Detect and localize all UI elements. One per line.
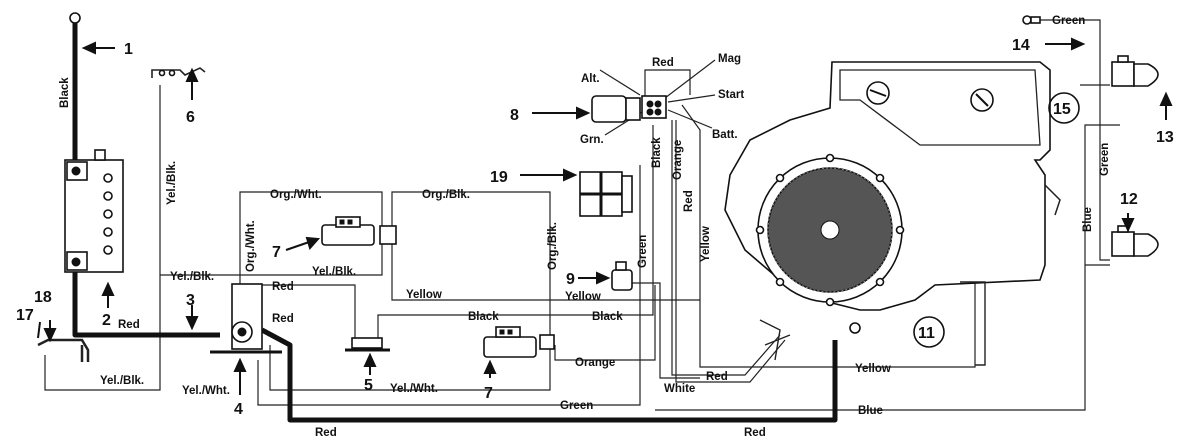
callout-13: 13 bbox=[1156, 129, 1174, 146]
label-black-battery: Black bbox=[59, 77, 71, 108]
wire-labels: Black Red Yel./Blk. Yel./Blk. Yel./Blk. … bbox=[59, 15, 1111, 439]
headlight-lower bbox=[1111, 225, 1159, 257]
ignition-switch bbox=[591, 95, 667, 123]
label-yellow-right: Yellow bbox=[565, 291, 601, 303]
label-red-top: Red bbox=[652, 57, 674, 69]
callout-8: 8 bbox=[510, 107, 519, 124]
label-orgblk-top: Org./Blk. bbox=[422, 189, 470, 201]
label-green-top: Green bbox=[1052, 15, 1085, 27]
label-green-switch: Green bbox=[637, 235, 649, 268]
label-yelblk-17: Yel./Blk. bbox=[100, 375, 144, 387]
label-orgblk-vert: Org./Blk. bbox=[547, 222, 559, 270]
label-yelwht-mid: Yel./Wht. bbox=[390, 383, 438, 395]
safety-switch bbox=[345, 337, 390, 352]
label-yelblk-7: Yel./Blk. bbox=[312, 266, 356, 278]
ground-strap bbox=[37, 338, 90, 362]
label-yelblk-6: Yel./Blk. bbox=[166, 161, 178, 205]
callout-14: 14 bbox=[1012, 37, 1030, 54]
callout-circles bbox=[913, 92, 1080, 348]
callout-1: 1 bbox=[124, 41, 133, 58]
label-green-bottom: Green bbox=[560, 400, 593, 412]
light-switch bbox=[611, 261, 633, 291]
label-red-battery: Red bbox=[118, 319, 140, 331]
label-red-switch: Red bbox=[683, 190, 695, 212]
callout-numbers: 1 2 3 4 5 6 7 7 8 9 11 12 13 14 15 17 18… bbox=[16, 37, 1174, 418]
terminal-labels: Mag Alt. Start Grn. Batt. bbox=[580, 53, 744, 146]
terminal-mag: Mag bbox=[718, 53, 741, 65]
label-orange-switch: Orange bbox=[672, 140, 684, 180]
label-yelwht-bottom: Yel./Wht. bbox=[182, 385, 230, 397]
label-green-vert-lights: Green bbox=[1099, 143, 1111, 176]
label-red-bottom-left: Red bbox=[315, 427, 337, 439]
label-red-main: Red bbox=[272, 313, 294, 325]
callout-15: 15 bbox=[1053, 101, 1071, 118]
callout-19: 19 bbox=[490, 169, 508, 186]
terminal-start: Start bbox=[718, 89, 744, 101]
callout-6: 6 bbox=[186, 109, 195, 126]
callout-11: 11 bbox=[918, 325, 935, 342]
label-white-bottom: White bbox=[664, 383, 695, 395]
ring-terminal bbox=[69, 12, 81, 24]
label-black-mid: Black bbox=[468, 311, 499, 323]
callout-7-upper: 7 bbox=[272, 244, 281, 261]
label-yelblk-junction: Yel./Blk. bbox=[170, 271, 214, 283]
callout-arrows bbox=[37, 37, 1173, 395]
label-red-short: Red bbox=[272, 281, 294, 293]
label-blue-bottom: Blue bbox=[858, 405, 883, 417]
callout-2: 2 bbox=[102, 312, 111, 329]
callout-3: 3 bbox=[186, 292, 195, 309]
callout-5: 5 bbox=[364, 377, 373, 394]
label-red-engine: Red bbox=[706, 371, 728, 383]
battery-cables bbox=[72, 20, 838, 423]
callout-4: 4 bbox=[234, 401, 243, 418]
module bbox=[579, 171, 633, 217]
label-black-switch: Black bbox=[651, 137, 663, 168]
label-orgwht-top: Org./Wht. bbox=[270, 189, 322, 201]
label-orgwht-vert: Org./Wht. bbox=[245, 220, 257, 272]
battery bbox=[64, 149, 124, 273]
label-black-right: Black bbox=[592, 311, 623, 323]
label-yellow-switch: Yellow bbox=[700, 226, 712, 262]
terminal-batt: Batt. bbox=[712, 129, 738, 141]
interlock-switch-upper bbox=[321, 216, 397, 246]
engine-fan-screen bbox=[755, 153, 905, 307]
label-red-bottom-right: Red bbox=[744, 427, 766, 439]
callout-18: 18 bbox=[34, 289, 52, 306]
engine-base bbox=[759, 281, 986, 366]
terminal-grn: Grn. bbox=[580, 134, 604, 146]
label-yellow-mid: Yellow bbox=[406, 289, 442, 301]
interlock-switch-lower bbox=[483, 326, 555, 358]
label-yellow-engine: Yellow bbox=[855, 363, 891, 375]
terminal-alt: Alt. bbox=[581, 73, 600, 85]
thin-wires bbox=[44, 19, 1120, 411]
label-blue-vert: Blue bbox=[1082, 207, 1094, 232]
headlight-upper bbox=[1111, 55, 1159, 87]
callout-9: 9 bbox=[566, 271, 575, 288]
starter-solenoid bbox=[210, 283, 282, 354]
label-orange-bottom: Orange bbox=[575, 357, 615, 369]
ground-eyelet bbox=[1022, 15, 1041, 25]
callout-12: 12 bbox=[1120, 191, 1138, 208]
callout-17: 17 bbox=[16, 307, 34, 324]
callout-7-lower: 7 bbox=[484, 385, 493, 402]
fuse-clip bbox=[151, 67, 206, 78]
